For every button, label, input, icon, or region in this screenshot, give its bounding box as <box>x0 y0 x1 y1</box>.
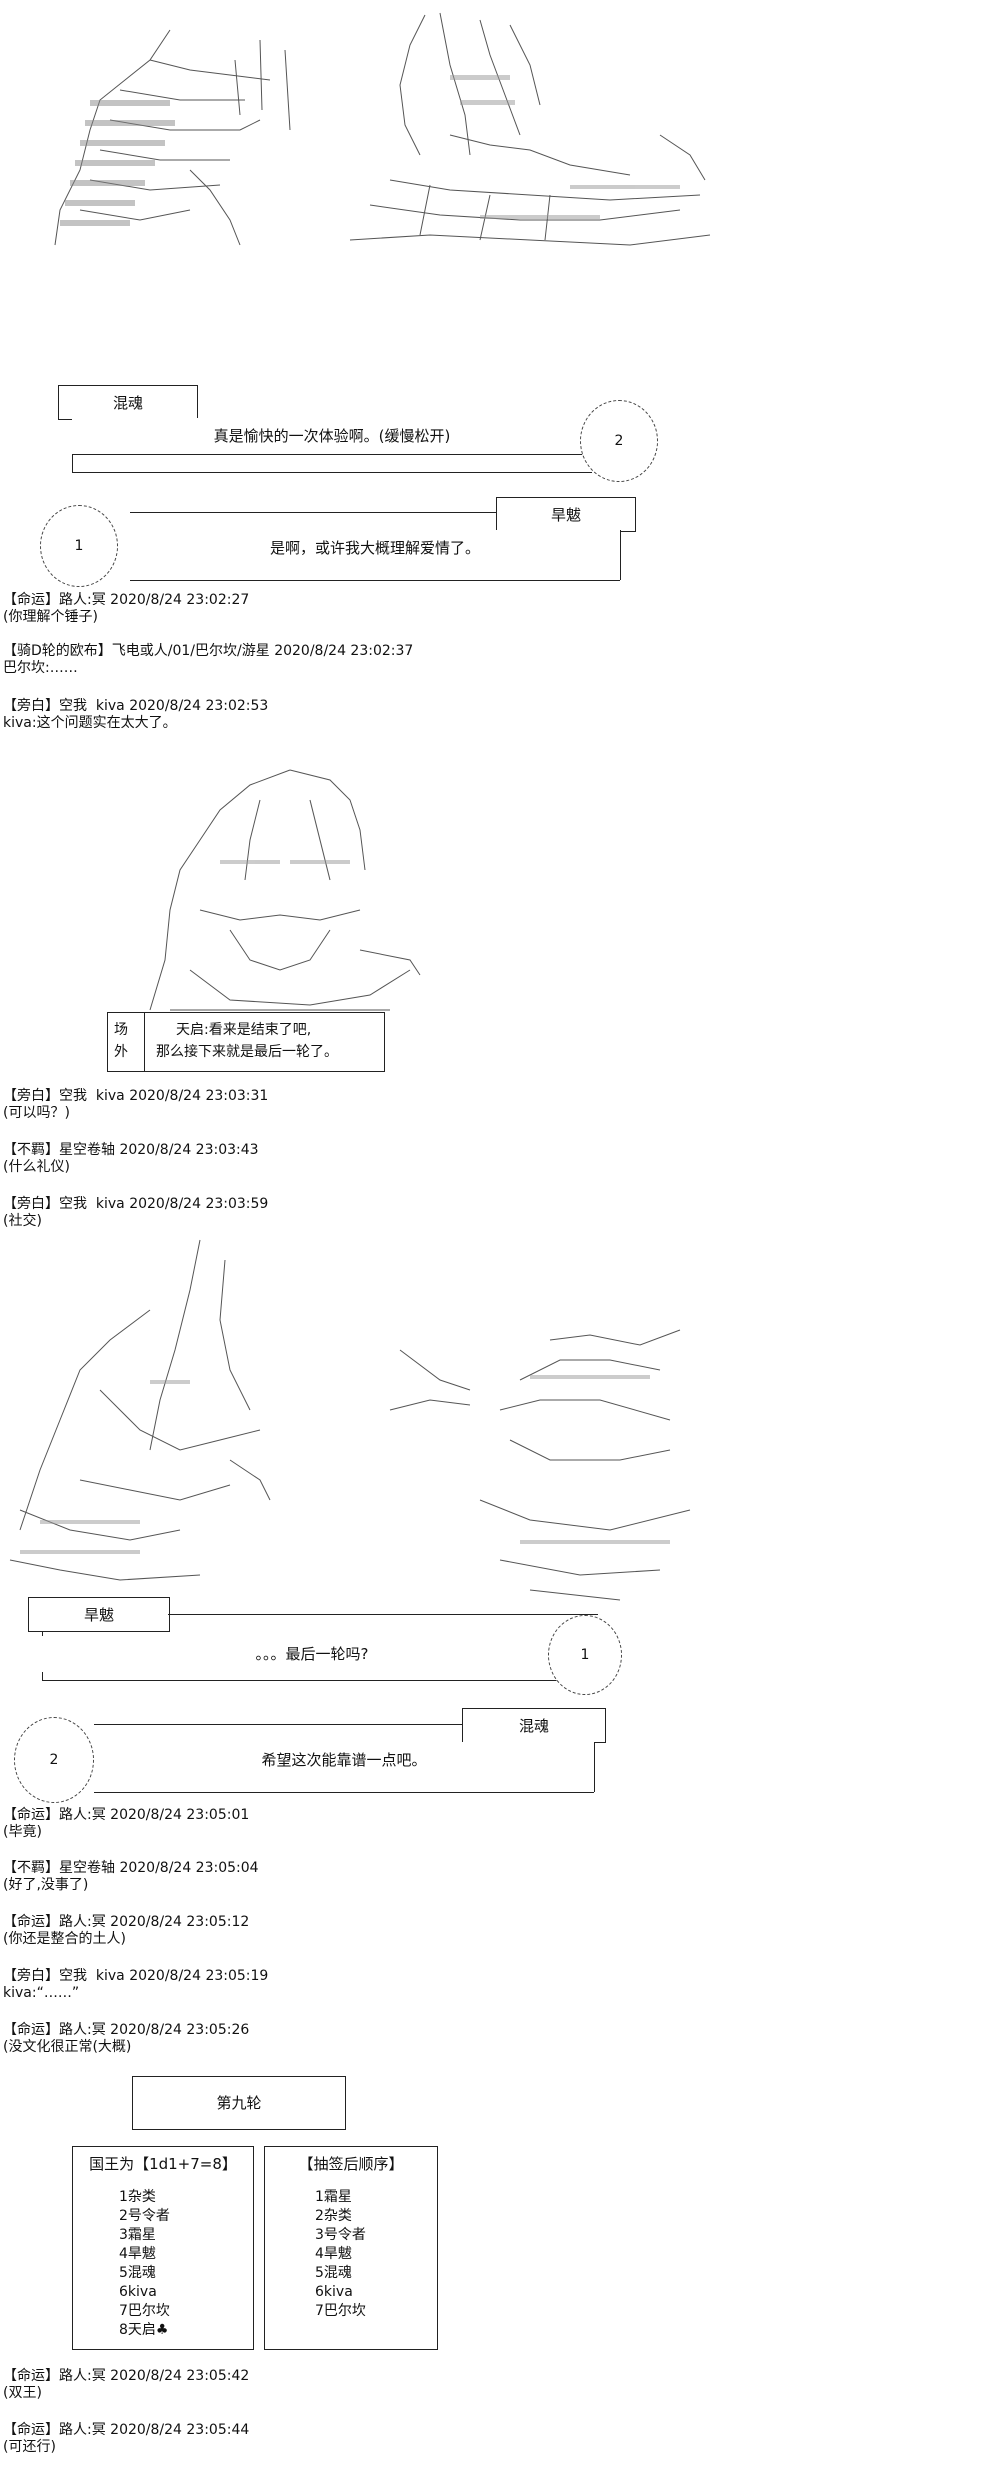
speaker-tag-hunhun: 混魂 <box>462 1708 606 1743</box>
speaker-tag-hanba: 旱魃 <box>28 1597 170 1632</box>
comment: 【骑D轮的欧布】飞电或人/01/巴尔坎/游星 2020/8/24 23:02:3… <box>3 643 413 677</box>
comment-meta: 【旁白】空我 kiva 2020/8/24 23:03:59 <box>3 1196 269 1212</box>
ascii-art-character-right <box>330 5 720 250</box>
ascii-art-character-center <box>110 760 430 1015</box>
king-box-title: 国王为【1d1+7=8】 <box>89 2155 237 2173</box>
comment-text: (毕竟) <box>3 1824 42 1840</box>
narration-line: 天启:看来是结束了吧, <box>176 1022 312 1038</box>
comment-text: (双王) <box>3 2385 42 2401</box>
comment: 【命运】路人:冥 2020/8/24 23:05:44 (可还行) <box>3 2422 249 2456</box>
king-box: 国王为【1d1+7=8】 1杂类 2号令者 3霜星 4旱魃 5混魂 6kiva … <box>72 2146 254 2350</box>
comment-text: (好了,没事了) <box>3 1877 89 1893</box>
narration-side-label: 场 <box>114 1022 128 1038</box>
comment-text: 巴尔坎:…… <box>3 660 78 676</box>
comment: 【命运】路人:冥 2020/8/24 23:05:26 (没文化很正常(大概) <box>3 2022 249 2056</box>
comment: 【命运】路人:冥 2020/8/24 23:05:12 (你还是整合的土人) <box>3 1914 249 1948</box>
comment-text: (社交) <box>3 1213 42 1229</box>
comment-meta: 【命运】路人:冥 2020/8/24 23:02:27 <box>3 592 250 608</box>
divider <box>130 580 620 581</box>
comment-meta: 【骑D轮的欧布】飞电或人/01/巴尔坎/游星 2020/8/24 23:02:3… <box>3 643 414 659</box>
draw-order-box: 【抽签后顺序】 1霜星 2杂类 3号令者 4旱魃 5混魂 6kiva 7巴尔坎 <box>264 2146 438 2350</box>
narration-side-label: 外 <box>114 1044 128 1060</box>
list-item: 7巴尔坎 <box>119 2303 170 2319</box>
comment: 【不羁】星空卷轴 2020/8/24 23:03:43 (什么礼仪) <box>3 1142 259 1176</box>
comment-text: kiva:“……” <box>3 1985 80 2001</box>
comment: 【旁白】空我 kiva 2020/8/24 23:03:31 (可以吗？) <box>3 1088 268 1122</box>
draw-order-title: 【抽签后顺序】 <box>298 2155 404 2173</box>
speaker-tag-hanba: 旱魃 <box>496 497 636 532</box>
comment-meta: 【命运】路人:冥 2020/8/24 23:05:12 <box>3 1914 250 1930</box>
list-item: 4旱魃 <box>119 2246 156 2262</box>
ascii-art-character-right <box>380 1320 710 1610</box>
list-item: 7巴尔坎 <box>315 2303 366 2319</box>
comment-meta: 【旁白】空我 kiva 2020/8/24 23:03:31 <box>3 1088 269 1104</box>
list-item: 2号令者 <box>119 2208 170 2224</box>
comment: 【命运】路人:冥 2020/8/24 23:05:42 (双王) <box>3 2368 249 2402</box>
list-item: 6kiva <box>315 2284 353 2300</box>
narration-line: 那么接下来就是最后一轮了。 <box>156 1044 338 1060</box>
comment: 【不羁】星空卷轴 2020/8/24 23:05:04 (好了,没事了) <box>3 1860 259 1894</box>
speech-bubble-number: 2 <box>580 400 658 482</box>
comment: 【旁白】空我 kiva 2020/8/24 23:05:19 kiva:“……” <box>3 1968 268 2002</box>
speaker-tag-hunhun: 混魂 <box>58 385 198 420</box>
comment-text: (可还行) <box>3 2439 56 2455</box>
list-item: 3霜星 <box>119 2227 156 2243</box>
comment-meta: 【命运】路人:冥 2020/8/24 23:05:42 <box>3 2368 250 2384</box>
dialog-line: 希望这次能靠谱一点吧。 <box>94 1742 594 1778</box>
comment: 【命运】路人:冥 2020/8/24 23:05:01 (毕竟) <box>3 1807 249 1841</box>
speech-bubble-number: 1 <box>40 505 118 587</box>
divider <box>42 1680 582 1681</box>
narration-side: 场 外 <box>108 1013 145 1071</box>
comment-meta: 【旁白】空我 kiva 2020/8/24 23:02:53 <box>3 698 269 714</box>
dialog-line: 。。。最后一轮吗? <box>42 1636 582 1672</box>
speech-bubble-number: 2 <box>14 1717 94 1803</box>
narration-text: 天启:看来是结束了吧, 那么接下来就是最后一轮了。 <box>156 1019 338 1063</box>
dialog-line: 真是愉快的一次体验啊。(缓慢松开) <box>72 418 592 455</box>
divider <box>130 512 496 513</box>
speech-bubble-number: 1 <box>548 1615 622 1695</box>
comment-text: (什么礼仪) <box>3 1159 70 1175</box>
list-item: 4旱魃 <box>315 2246 352 2262</box>
comment-meta: 【不羁】星空卷轴 2020/8/24 23:05:04 <box>3 1860 259 1876</box>
ascii-art-character-left <box>0 1230 320 1610</box>
list-item: 8天启♣ <box>119 2322 169 2338</box>
list-item: 1杂类 <box>119 2189 156 2205</box>
comment: 【旁白】空我 kiva 2020/8/24 23:03:59 (社交) <box>3 1196 268 1230</box>
ascii-art-character-left <box>30 20 310 250</box>
divider <box>72 472 592 473</box>
comment-text: (你理解个锤子) <box>3 609 98 625</box>
comment-meta: 【旁白】空我 kiva 2020/8/24 23:05:19 <box>3 1968 269 1984</box>
comment-text: (没文化很正常(大概) <box>3 2039 132 2055</box>
divider <box>168 1614 598 1615</box>
divider <box>594 1742 595 1792</box>
comment-meta: 【不羁】星空卷轴 2020/8/24 23:03:43 <box>3 1142 259 1158</box>
comment-meta: 【命运】路人:冥 2020/8/24 23:05:44 <box>3 2422 250 2438</box>
list-item: 5混魂 <box>119 2265 156 2281</box>
comment-text: kiva:这个问题实在太大了。 <box>3 715 177 731</box>
round-title: 第九轮 <box>216 2094 262 2112</box>
comment-meta: 【命运】路人:冥 2020/8/24 23:05:01 <box>3 1807 250 1823</box>
divider <box>620 530 621 580</box>
list-item: 5混魂 <box>315 2265 352 2281</box>
divider <box>94 1792 594 1793</box>
divider <box>94 1724 462 1725</box>
comment: 【旁白】空我 kiva 2020/8/24 23:02:53 kiva:这个问题… <box>3 698 268 732</box>
comment-meta: 【命运】路人:冥 2020/8/24 23:05:26 <box>3 2022 250 2038</box>
list-item: 6kiva <box>119 2284 157 2300</box>
list-item: 3号令者 <box>315 2227 366 2243</box>
list-item: 2杂类 <box>315 2208 352 2224</box>
round-title-box: 第九轮 <box>132 2076 346 2130</box>
dialog-line: 是啊，或许我大概理解爱情了。 <box>130 530 620 566</box>
narration-box: 场 外 天启:看来是结束了吧, 那么接下来就是最后一轮了。 <box>107 1012 385 1072</box>
list-item: 1霜星 <box>315 2189 352 2205</box>
comment: 【命运】路人:冥 2020/8/24 23:02:27 (你理解个锤子) <box>3 592 249 626</box>
comment-text: (你还是整合的土人) <box>3 1931 126 1947</box>
comment-text: (可以吗？) <box>3 1105 70 1121</box>
